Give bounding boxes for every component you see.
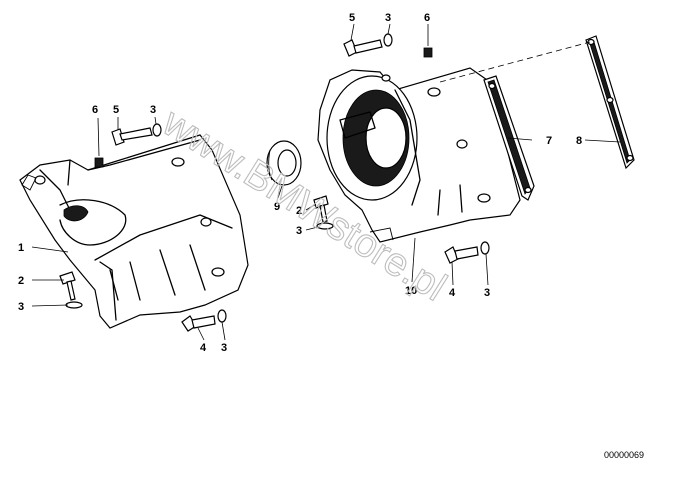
callout-3-left-mid: 3 [18,301,24,313]
bolt-part-4-left [181,315,216,332]
bolt-part-5-left [111,127,153,146]
callout-6-right: 6 [424,12,430,24]
callout-7: 7 [546,135,552,147]
callout-4-right: 4 [449,287,456,299]
callout-4-left: 4 [200,342,207,354]
seal-ring [266,140,302,186]
callout-labels: 1 2 3 4 3 6 5 3 5 3 6 9 2 3 10 4 3 7 8 [18,12,582,354]
callout-2-right: 2 [296,205,302,217]
alignment-line [439,41,591,83]
bolt-part-2-right [313,195,329,223]
callout-1: 1 [18,242,24,254]
stud-part-6-right [423,47,433,58]
drawing-code: 00000069 [604,450,644,460]
washer-part-3-right-top [383,33,393,47]
gasket-part-8 [585,35,635,170]
callout-5-right: 5 [349,12,355,24]
callout-3-left-top: 3 [150,104,156,116]
callout-3-left-bottom: 3 [221,342,227,354]
callout-3-right-mid: 3 [296,225,302,237]
callout-5-left: 5 [113,104,119,116]
washer-part-3-right-mid [316,222,334,230]
upper-timing-cover [317,67,521,243]
bolt-part-2-left [59,271,76,301]
callout-10: 10 [405,285,417,297]
callout-3-right-top: 3 [385,12,391,24]
callout-8: 8 [576,135,582,147]
bolt-part-5-right [343,39,383,57]
callout-6-left: 6 [92,104,98,116]
callout-2-left: 2 [18,275,24,287]
stud-part-6-left [94,157,104,168]
lower-timing-cover [19,134,249,329]
callout-3-right-bottom: 3 [484,287,490,299]
leader-lines [31,23,621,341]
washer-part-3-left-mid [65,301,83,309]
washer-part-3-left-top [152,123,162,137]
washer-part-3-left-bottom [217,309,227,323]
washer-part-3-right-bottom [480,241,490,255]
bolt-part-4-right [444,246,479,264]
callout-9: 9 [274,201,280,213]
